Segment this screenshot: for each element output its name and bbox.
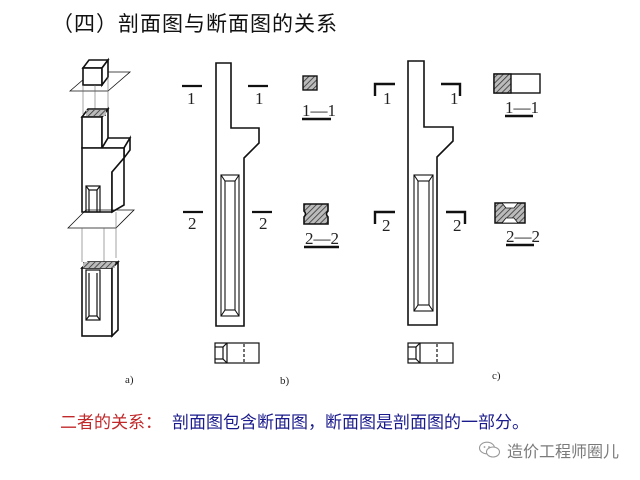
cut-mark-c-1-right (441, 82, 462, 96)
top-hatch (86, 110, 106, 116)
section-1-1-c-hatch (493, 73, 512, 94)
section-2-2-c (494, 202, 526, 224)
section-label-c-1: 1—1 (505, 98, 539, 117)
caption-c: c) (492, 370, 501, 382)
cut-label-b-1-left: 1 (187, 89, 196, 108)
plan-view-b (214, 342, 260, 364)
section-1-1-b (302, 75, 318, 91)
cut-label-c-1-right: 1 (450, 89, 459, 108)
groove-a-lower (85, 269, 101, 321)
cut-mark-c-1-left (373, 82, 395, 96)
caption-a: a) (125, 374, 134, 386)
cut-mark-c-2-left (373, 210, 395, 224)
section-label-b-1: 1—1 (302, 101, 336, 120)
section-label-b-2: 2—2 (305, 229, 339, 248)
figure-b-elevation (182, 62, 339, 364)
column-outline-c (407, 60, 454, 326)
groove-b (220, 174, 240, 317)
figure-a-isometric (67, 57, 135, 338)
plan-view-c (407, 342, 454, 364)
figure-c-elevation (373, 60, 541, 364)
groove-a-upper (85, 185, 101, 213)
cutting-plane-middle (67, 209, 135, 229)
cut-label-b-1-right: 1 (255, 89, 264, 108)
cut-label-c-2-left: 2 (382, 216, 391, 235)
page-title: （四）剖面图与断面图的关系 (52, 12, 338, 36)
relation-value: 剖面图包含断面图，断面图是剖面图的一部分。 (172, 413, 529, 433)
column-upper (80, 106, 132, 214)
column-outline-b (215, 62, 260, 327)
cut-label-b-2-right: 2 (259, 214, 268, 233)
cut-label-c-2-right: 2 (453, 216, 462, 235)
relation-statement: 二者的关系： 剖面图包含断面图，断面图是剖面图的一部分。 (60, 408, 529, 433)
watermark: 造价工程师圈儿 (478, 438, 619, 462)
watermark-text: 造价工程师圈儿 (507, 442, 620, 461)
top-block (81, 57, 110, 88)
section-2-2-b (303, 203, 329, 225)
section-label-c-2: 2—2 (506, 227, 540, 246)
cut-mark-c-2-right (446, 210, 467, 224)
lower-hatch (83, 262, 115, 268)
relation-key: 二者的关系： (60, 413, 162, 433)
caption-b: b) (280, 375, 290, 387)
cut-label-b-2-left: 2 (188, 214, 197, 233)
cut-label-c-1-left: 1 (383, 89, 392, 108)
wechat-icon (478, 441, 501, 458)
groove-c (413, 174, 434, 312)
